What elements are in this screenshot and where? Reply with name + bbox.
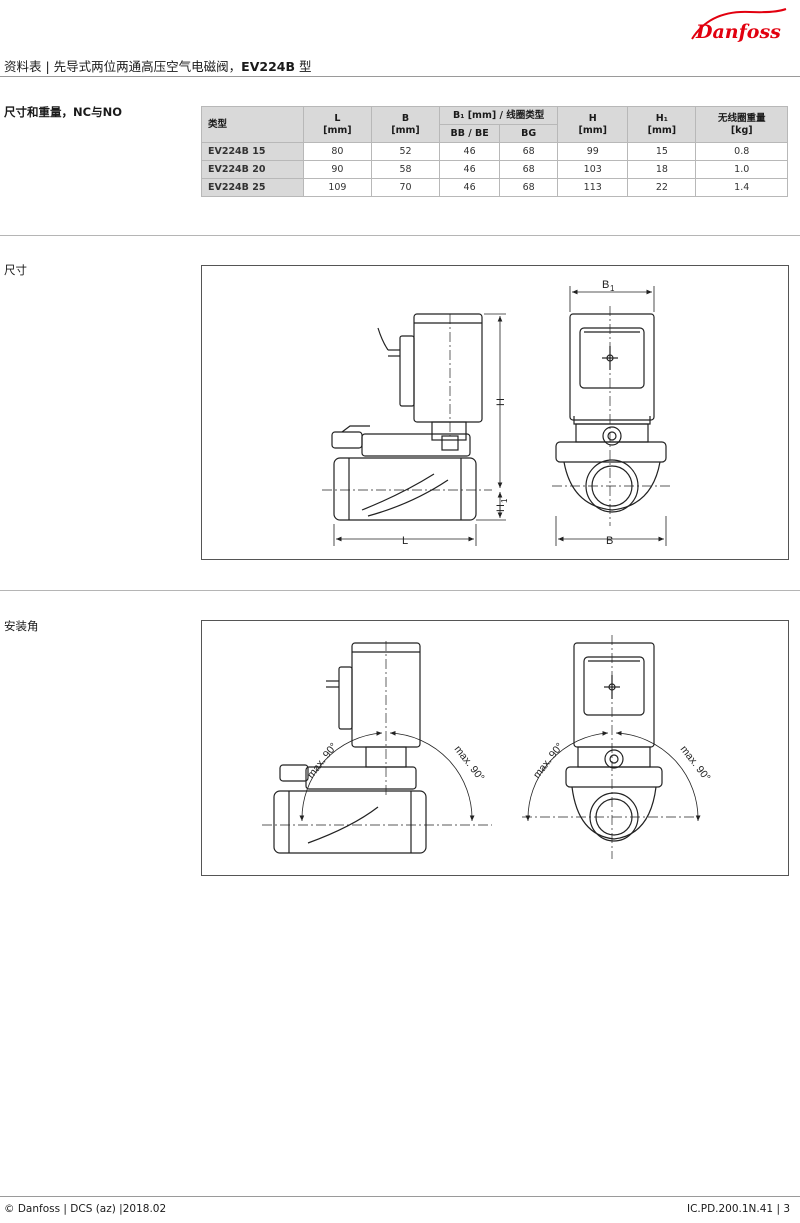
table-cell: EV224B 20	[201, 160, 304, 179]
section-dims-weight-title: 尺寸和重量，NC与NO	[4, 105, 122, 119]
header-divider	[0, 76, 800, 77]
table-cell: 70	[370, 178, 441, 197]
col-header-weight: 无线圈重量[kg]	[695, 106, 788, 143]
dim-label-B: B	[606, 535, 613, 547]
valve-front-view-mounting	[565, 642, 663, 842]
table-row: EV224B 25 109 70 46 68 113 22 1.4	[201, 178, 788, 197]
max-angle-label-left: max. 90°	[531, 741, 566, 781]
dim-label-H1: H	[495, 504, 507, 512]
section-dimensions-title: 尺寸	[4, 263, 27, 277]
footer-divider	[0, 1196, 800, 1197]
section-mounting-angle-title: 安装角	[4, 619, 39, 633]
table-cell: 68	[499, 160, 559, 179]
section-divider	[0, 590, 800, 591]
danfoss-logo: Danfoss	[691, 8, 787, 43]
dim-label-B1-sub: 1	[610, 284, 615, 293]
table-cell: 80	[302, 142, 372, 161]
table-cell: 90	[302, 160, 372, 179]
table-row: EV224B 15 80 52 46 68 99 15 0.8	[201, 142, 788, 161]
col-header-B1-group: B₁ [mm] / 线圈类型	[439, 106, 559, 125]
logo-text: Danfoss	[695, 21, 781, 43]
table-cell: 68	[499, 142, 559, 161]
col-header-BG: BG	[499, 124, 559, 143]
max-angle-label-right: max. 90°	[452, 743, 487, 783]
col-header-BB-BE: BB / BE	[439, 124, 501, 143]
dimensions-weight-table: 类型 L[mm] B[mm] B₁ [mm] / 线圈类型 H[mm] H₁[m…	[201, 106, 788, 197]
table-cell: EV224B 25	[201, 178, 304, 197]
table-cell: 68	[499, 178, 559, 197]
table-cell: 1.0	[695, 160, 788, 179]
footer-doc-code: IC.PD.200.1N.41 | 3	[686, 1203, 790, 1215]
col-header-H1: H₁[mm]	[627, 106, 697, 143]
table-cell: 46	[439, 160, 501, 179]
col-header-L: L[mm]	[302, 106, 372, 143]
mounting-angle-drawing: max. 90° max. 90° max. 90° max. 90°	[201, 620, 789, 876]
valve-side-view	[331, 313, 483, 521]
col-header-B: B[mm]	[370, 106, 441, 143]
dim-label-L: L	[402, 535, 408, 547]
table-row: EV224B 20 90 58 46 68 103 18 1.0	[201, 160, 788, 179]
table-cell: EV224B 15	[201, 142, 304, 161]
table-cell: 109	[302, 178, 372, 197]
table-cell: 99	[557, 142, 629, 161]
table-cell: 52	[370, 142, 441, 161]
table-cell: 1.4	[695, 178, 788, 197]
section-divider	[0, 235, 800, 236]
table-cell: 15	[627, 142, 697, 161]
dimensions-drawing: L H H 1	[201, 265, 789, 560]
valve-front-view	[555, 313, 667, 513]
table-cell: 46	[439, 142, 501, 161]
dim-label-H: H	[495, 398, 507, 406]
table-cell: 103	[557, 160, 629, 179]
table-cell: 46	[439, 178, 501, 197]
dim-label-H1-sub: 1	[500, 498, 509, 503]
col-header-H: H[mm]	[557, 106, 629, 143]
table-cell: 58	[370, 160, 441, 179]
table-cell: 22	[627, 178, 697, 197]
document-title: 资料表 | 先导式两位两通高压空气电磁阀，EV224B 型	[4, 59, 312, 74]
max-angle-label-left: max. 90°	[305, 741, 340, 781]
dim-label-B1: B	[602, 279, 609, 291]
valve-side-view-mounting	[273, 642, 427, 854]
table-cell: 113	[557, 178, 629, 197]
max-angle-label-right: max. 90°	[678, 743, 713, 783]
table-cell: 18	[627, 160, 697, 179]
footer-copyright: © Danfoss | DCS (az) |2018.02	[4, 1203, 167, 1215]
table-cell: 0.8	[695, 142, 788, 161]
col-header-type: 类型	[201, 106, 304, 143]
